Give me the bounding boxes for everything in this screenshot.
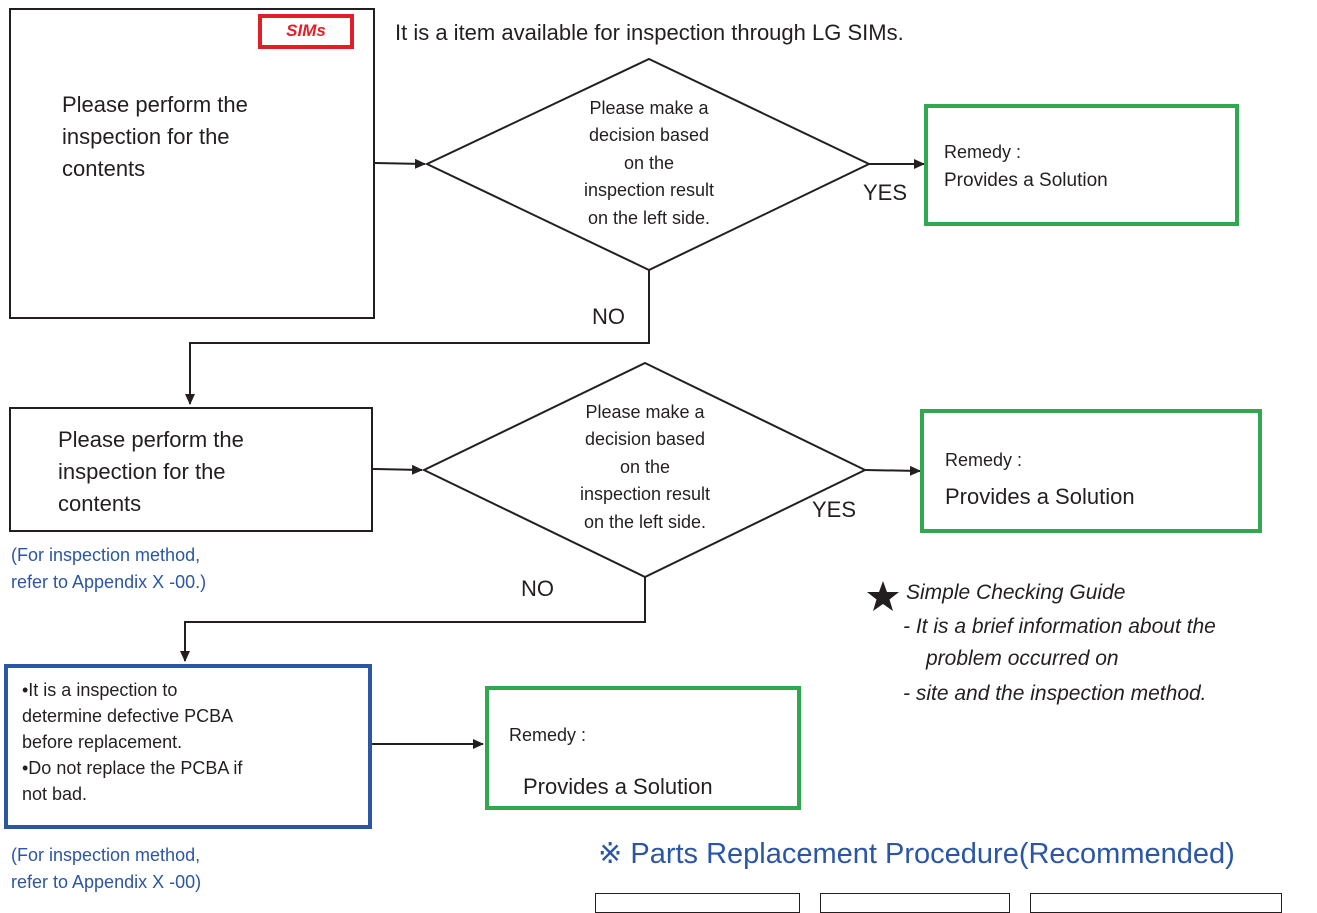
remedy-2-label: Remedy :: [945, 450, 1023, 470]
star-icon: [866, 580, 900, 614]
guide-title: Simple Checking Guide: [906, 581, 1126, 604]
inspection-box-2: [9, 407, 373, 532]
inspection-box-1-line-2: inspection for the: [62, 124, 230, 149]
inspection-box-2-line-2: inspection for the: [58, 459, 226, 484]
yes-label-1: YES: [863, 180, 908, 205]
no-label-1: NO: [592, 304, 625, 329]
remedy-1-text: Provides a Solution: [944, 170, 1108, 191]
decision-2-line-5: on the left side.: [583, 512, 707, 532]
pcba-line-1: •It is a inspection to: [22, 680, 178, 700]
inspection-box-1: [9, 8, 375, 319]
inspection-box-1-line-1: Please perform the: [62, 92, 248, 117]
inspection-note-2-line-1: (For inspection method,: [11, 545, 201, 565]
remedy-3-label: Remedy :: [509, 725, 587, 745]
inspection-box-2-line-3: contents: [58, 491, 142, 516]
decision-1-line-2: decision based: [588, 125, 710, 145]
guide-line-2: problem occurred on: [926, 647, 1119, 670]
parts-replacement-title: ※ Parts Replacement Procedure(Recommende…: [598, 838, 1235, 870]
sims-badge: SIMs: [258, 14, 354, 49]
remedy-3-text: Provides a Solution: [523, 774, 713, 799]
parts-step-box-2: [820, 893, 1010, 913]
remedy-box-1: [924, 104, 1239, 226]
decision-2-line-4: inspection result: [579, 484, 711, 504]
pcba-line-4: •Do not replace the PCBA if: [22, 758, 243, 778]
remedy-box-2: [920, 409, 1262, 533]
remedy-2-text: Provides a Solution: [945, 484, 1135, 509]
inspection-note-2-line-2: refer to Appendix X -00.): [11, 572, 207, 592]
parts-step-box-1: [595, 893, 800, 913]
arrow-decision2-no: [180, 577, 646, 662]
decision-1-line-5: on the left side.: [587, 208, 711, 228]
decision-2-line-2: decision based: [584, 429, 706, 449]
inspection-note-3-line-2: refer to Appendix X -00): [11, 872, 202, 892]
yes-label-2: YES: [812, 497, 857, 522]
arrow-box2-to-decision2: [372, 464, 423, 475]
pcba-line-5: not bad.: [22, 784, 88, 804]
decision-1-line-4: inspection result: [583, 180, 715, 200]
sims-description: It is a item available for inspection th…: [395, 20, 904, 45]
arrow-decision2-to-remedy2: [864, 465, 921, 476]
remedy-1-label: Remedy :: [944, 142, 1022, 162]
inspection-box-1-line-3: contents: [62, 156, 146, 181]
pcba-line-2: determine defective PCBA: [22, 706, 234, 726]
parts-step-box-3: [1030, 893, 1282, 913]
inspection-box-2-line-1: Please perform the: [58, 427, 244, 452]
pcba-inspection-box: [4, 664, 372, 829]
decision-2-line-3: on the: [619, 457, 671, 477]
guide-line-3: - site and the inspection method.: [903, 682, 1207, 705]
pcba-line-3: before replacement.: [22, 732, 183, 752]
decision-1-line-3: on the: [623, 153, 675, 173]
decision-2-line-1: Please make a: [585, 402, 705, 422]
sims-badge-label: SIMs: [286, 21, 326, 40]
guide-line-1: - It is a brief information about the: [903, 615, 1216, 638]
arrow-box1-to-decision1: [374, 158, 426, 169]
remedy-box-3: [485, 686, 801, 810]
arrow-decision1-no: [185, 270, 650, 405]
decision-1-line-1: Please make a: [589, 98, 709, 118]
inspection-note-3-line-1: (For inspection method,: [11, 845, 201, 865]
no-label-2: NO: [521, 576, 554, 601]
